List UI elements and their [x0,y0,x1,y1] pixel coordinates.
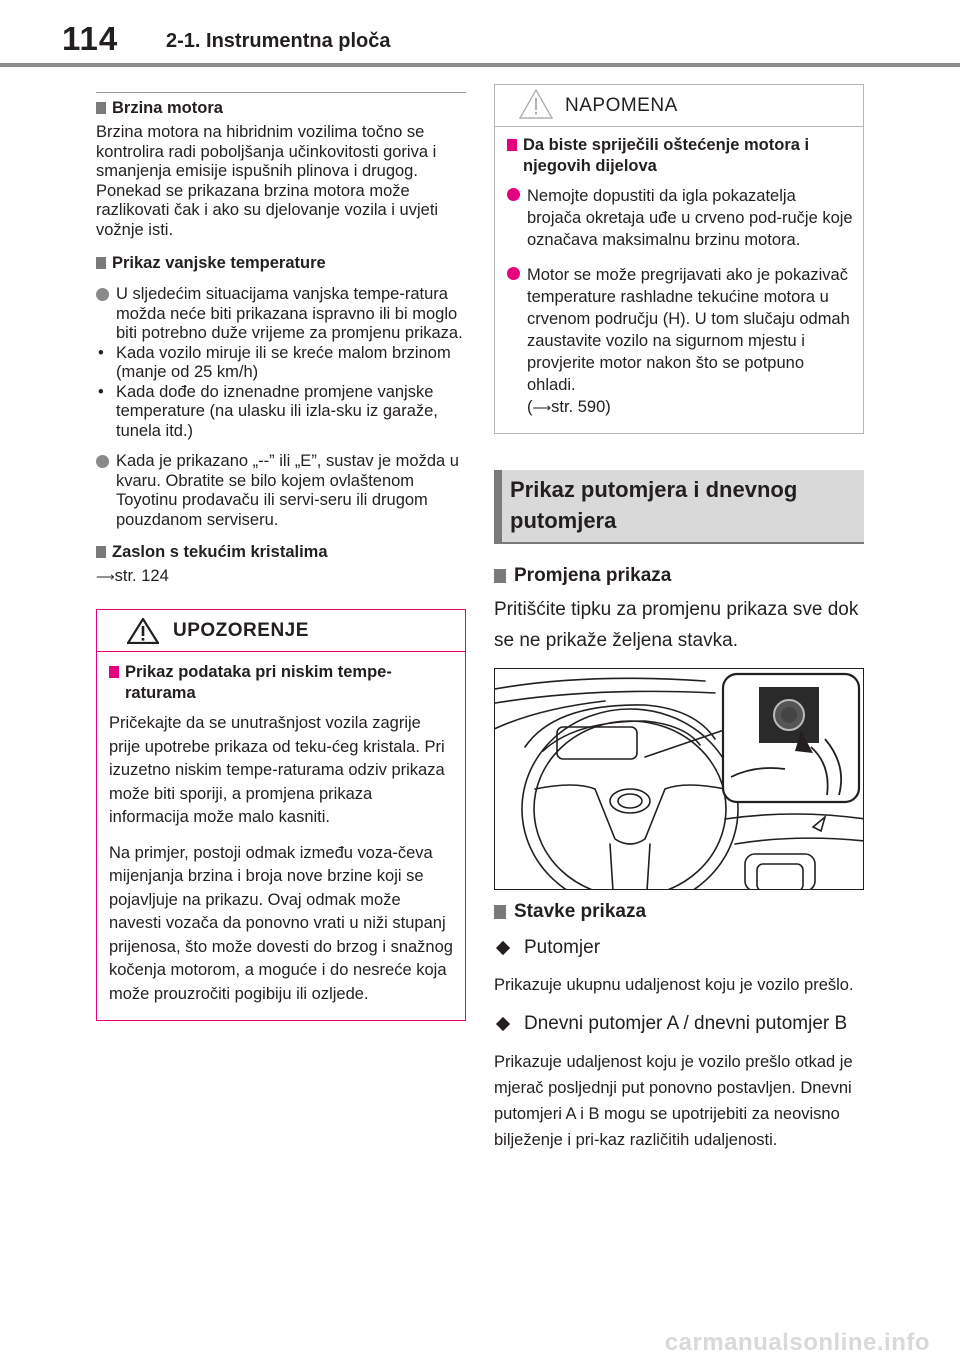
engine-speed-text: Brzina motora na hibridnim vozilima točn… [96,123,437,180]
display-items-heading: Stavke prikaza [494,900,864,924]
diamond-bullet-icon [495,1016,511,1032]
header-rule [0,63,960,67]
circle-bullet-icon [507,188,520,201]
warning-triangle-icon [127,618,159,644]
warning-header: UPOZORENJE [97,610,465,652]
outside-temp-sub-1: • Kada vozilo miruje ili se kreće malom … [98,343,451,382]
section-band-title: Prikaz putomjera i dnevnog putomjera [510,477,798,533]
circle-bullet-icon [96,288,109,301]
section-title: 2-1. Instrumentna ploča [166,30,391,52]
square-bullet-icon [96,257,106,269]
notice-box: NAPOMENA Da biste spriječili oštećenje m… [494,84,864,434]
notice-bullet-2: Motor se može pregrijavati ako je pokazi… [507,264,853,419]
diamond-bullet-icon [495,940,511,956]
watermark-logo: carmanualsonline.info [664,1329,930,1356]
outside-temp-sub-2: • Kada dođe do iznenadne promjene vanjsk… [98,382,438,440]
arrow-right-icon: ⟶ [96,569,115,584]
change-display-text: Pritišćite tipku za promjenu prikaza sve… [494,599,859,651]
notice-label: NAPOMENA [565,95,678,116]
warning-body: Prikaz podataka pri niskim tempe-raturam… [97,652,465,1020]
circle-bullet-icon [96,455,109,468]
arrow-right-icon: ⟶ [532,400,552,415]
square-bullet-icon [96,546,106,558]
notice-bullet-1: Nemojte dopustiti da igla pokazatelja br… [507,185,853,251]
circle-bullet-icon [507,267,520,280]
engine-speed-heading: Brzina motora [96,98,466,119]
caution-triangle-icon [519,89,553,119]
square-bullet-icon [507,139,517,151]
square-bullet-icon [96,102,106,114]
dashboard-illustration [494,668,864,890]
notice-subtitle: Da biste spriječili oštećenje motora i n… [507,135,853,177]
section-band: Prikaz putomjera i dnevnog putomjera [494,470,864,544]
change-display-heading: Promjena prikaza [494,564,864,588]
left-column: Brzina motora Brzina motora na hibridnim… [96,92,466,1021]
warning-paragraph-1: Pričekajte da se unutrašnjost vozila zag… [109,714,445,826]
square-bullet-icon [109,666,119,678]
trip-meter-item: Dnevni putomjer A / dnevni putomjer B [494,1008,864,1039]
warning-label: UPOZORENJE [173,620,309,641]
lcd-heading: Zaslon s tekućim kristalima [96,542,466,563]
page-header: 114 2-1. Instrumentna ploča [0,0,960,68]
lcd-page-reference[interactable]: ⟶str. 124 [96,567,169,585]
odometer-text: Prikazuje ukupnu udaljenost koju je vozi… [494,976,854,994]
notice-page-reference[interactable]: (⟶str. 590) [527,398,611,416]
notice-body: Da biste spriječili oštećenje motora i n… [495,127,863,433]
notice-header: NAPOMENA [495,85,863,127]
engine-speed-text-2: Ponekad se prikazana brzina motora može … [96,181,439,239]
right-column: NAPOMENA Da biste spriječili oštećenje m… [494,84,864,1153]
square-bullet-icon [494,905,506,919]
steering-wheel-illustration [495,672,863,889]
outside-temp-bullet-1: U sljedećim situacijama vanjska tempe-ra… [96,285,466,344]
trip-meter-text: Prikazuje udaljenost koju je vozilo preš… [494,1053,853,1149]
warning-paragraph-2: Na primjer, postoji odmak između voza-če… [109,843,453,1003]
outside-temp-heading: Prikaz vanjske temperature [96,253,466,274]
top-divider [96,92,466,98]
outside-temp-bullet-2: Kada je prikazano „--” ili „E”, sustav j… [96,452,466,530]
warning-box: UPOZORENJE Prikaz podataka pri niskim te… [96,609,466,1021]
warning-subtitle: Prikaz podataka pri niskim tempe-raturam… [109,662,455,704]
square-bullet-icon [494,569,506,583]
page-number: 114 [62,20,119,57]
odometer-item: Putomjer [494,934,864,962]
